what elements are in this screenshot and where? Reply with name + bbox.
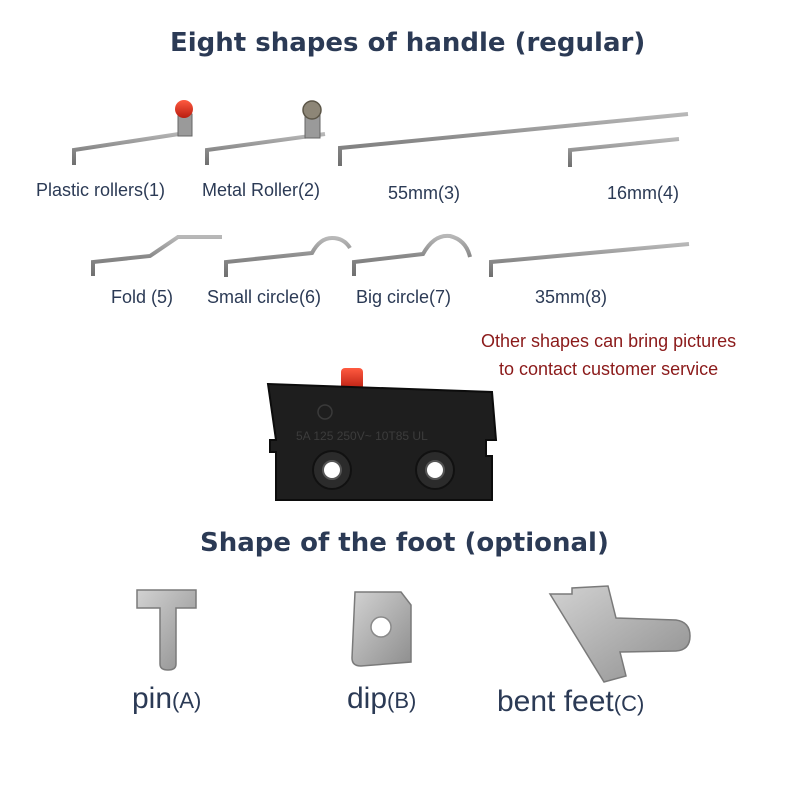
handle-metal-roller-icon <box>205 100 326 165</box>
note-line-2: to contact customer service <box>499 359 719 379</box>
handle-35mm-icon <box>489 242 690 277</box>
handle-55mm-icon <box>338 112 689 166</box>
switch-marking: 5A 125 250V~ 10T85 UL <box>296 429 428 443</box>
foot-label-b: dip(B) <box>347 682 416 716</box>
handle-plastic-roller-icon <box>72 100 193 165</box>
foot-label-a: pin(A) <box>132 682 201 716</box>
handle-small-circle-icon <box>224 235 352 277</box>
foot-code-c: (C) <box>613 691 645 716</box>
handle-label-8: 35mm(8) <box>535 287 608 307</box>
handle-label-4: 16mm(4) <box>607 183 680 203</box>
handle-fold-icon <box>91 235 222 276</box>
foot-name-b: dip <box>347 682 388 715</box>
feet-title: Shape of the foot (optional) <box>200 528 609 558</box>
handle-16mm-icon <box>568 137 680 167</box>
foot-pin-icon <box>136 589 197 671</box>
handle-label-7: Big circle(7) <box>356 287 452 307</box>
handle-big-circle-icon <box>352 233 472 276</box>
foot-bent-icon <box>548 585 691 683</box>
foot-code-b: (B) <box>387 688 417 713</box>
handle-label-3: 55mm(3) <box>388 183 461 203</box>
handle-label-6: Small circle(6) <box>207 287 322 307</box>
foot-dip-icon <box>351 591 412 667</box>
foot-name-c: bent feet <box>497 685 614 718</box>
foot-label-c: bent feet(C) <box>497 685 644 719</box>
handle-label-1: Plastic rollers(1) <box>36 180 166 200</box>
foot-name-a: pin <box>132 682 173 715</box>
micro-switch-icon: 5A 125 250V~ 10T85 UL <box>266 368 498 501</box>
handle-label-5: Fold (5) <box>111 287 174 307</box>
note-line-1: Other shapes can bring pictures <box>481 331 737 351</box>
handle-label-2: Metal Roller(2) <box>202 180 321 200</box>
foot-code-a: (A) <box>172 688 202 713</box>
handles-title: Eight shapes of handle (regular) <box>170 28 646 58</box>
